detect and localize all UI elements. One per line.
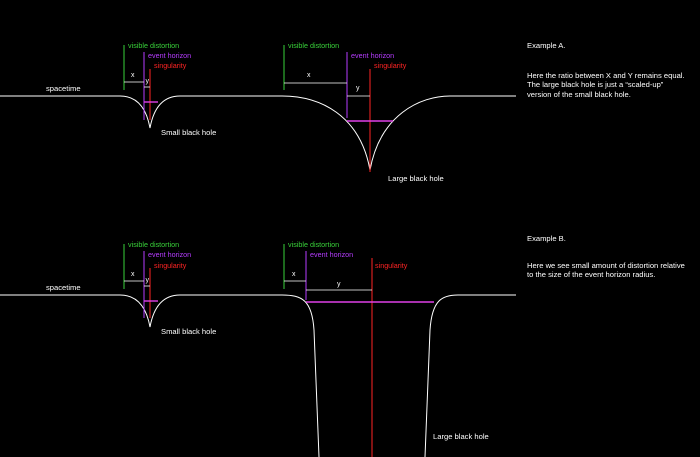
event-horizon-label: event horizon [351, 51, 394, 60]
spacetime-curve-b [0, 294, 516, 457]
visible-distortion-label: visible distortion [288, 240, 339, 249]
example-b-note: Example B. Here we see small amount of d… [527, 234, 689, 280]
event-horizon-label: event horizon [148, 51, 191, 60]
singularity-label: singularity [154, 61, 187, 70]
spacetime-curve-a [0, 95, 516, 171]
y-label: y [146, 277, 150, 284]
x-label: x [307, 72, 311, 79]
singularity-label: singularity [374, 61, 407, 70]
example-a-title: Example A. [527, 41, 566, 50]
x-label: x [131, 271, 135, 278]
small-black-hole-label: Small black hole [161, 327, 216, 336]
visible-distortion-label: visible distortion [128, 41, 179, 50]
example-a-text: Here the ratio between X and Y remains e… [527, 70, 685, 99]
spacetime-label: spacetime [46, 84, 81, 93]
example-a-note: Example A. Here the ratio between X and … [527, 41, 687, 99]
x-label: x [292, 271, 296, 278]
small-black-hole-label: Small black hole [161, 128, 216, 137]
spacetime-label: spacetime [46, 283, 81, 292]
event-horizon-label: event horizon [310, 250, 353, 259]
large-black-hole-label: Large black hole [433, 432, 489, 441]
example-b-text: Here we see small amount of distortion r… [527, 260, 685, 280]
example-a-diagram: spacetime visible distortion event horiz… [0, 41, 516, 183]
y-label: y [356, 85, 360, 92]
y-label: y [337, 281, 341, 288]
singularity-label: singularity [375, 261, 408, 270]
visible-distortion-label: visible distortion [128, 240, 179, 249]
large-black-hole-label: Large black hole [388, 174, 444, 183]
example-b-title: Example B. [527, 234, 566, 243]
visible-distortion-label: visible distortion [288, 41, 339, 50]
example-b-diagram: spacetime visible distortion event horiz… [0, 240, 516, 457]
x-label: x [131, 72, 135, 79]
event-horizon-label: event horizon [148, 250, 191, 259]
singularity-label: singularity [154, 261, 187, 270]
y-label: y [146, 78, 150, 85]
